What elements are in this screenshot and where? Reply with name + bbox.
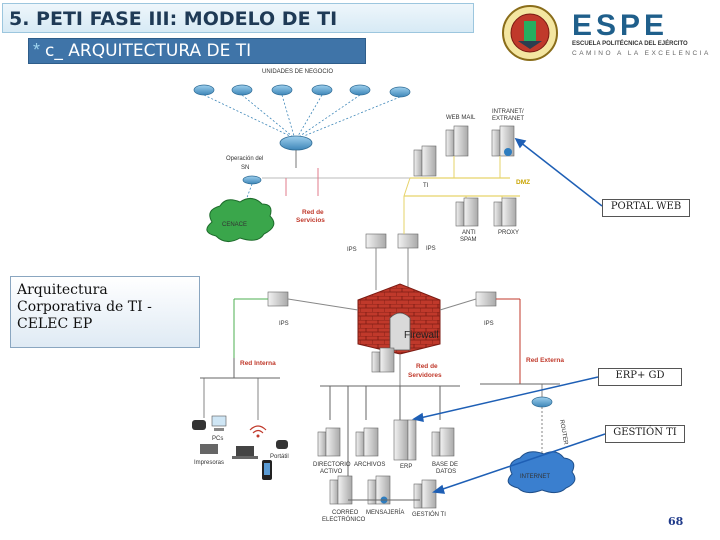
portal-web-callout: PORTAL WEB <box>602 199 690 217</box>
router-icon <box>271 84 293 96</box>
correo-server-icon <box>329 475 353 505</box>
router-icon <box>389 86 411 98</box>
red-servidores-label-2: Servidores <box>408 372 442 379</box>
base-datos-label-2: DATOS <box>436 469 456 475</box>
page-number: 68 <box>668 515 684 528</box>
intranet-server-icon <box>491 125 515 157</box>
sn-label: SN <box>241 165 249 171</box>
mobile-phone-icon <box>262 460 272 480</box>
router-icon <box>231 84 253 96</box>
portatil-label: Portátil <box>270 454 289 460</box>
printer-icon <box>200 444 218 454</box>
gestion-ti-callout: GESTIÓN TI <box>605 425 685 443</box>
erp-gd-callout: ERP+ GD <box>598 368 682 386</box>
anti-spam-label: ANTI <box>462 230 476 236</box>
ips-device-icon <box>475 291 497 307</box>
proxy-server-icon <box>493 197 517 227</box>
base-datos-server-icon <box>431 427 455 457</box>
directorio-label: DIRECTORIO <box>313 462 351 468</box>
callout-arrows <box>412 137 606 494</box>
erp-label: ERP <box>400 464 412 470</box>
espe-logo: ESPE ESCUELA POLITÉCNICA DEL EJÉRCITO CA… <box>500 3 712 63</box>
intranet-label: INTRANET/ <box>492 109 524 115</box>
correo-label: CORREO <box>332 510 359 516</box>
server-switch-icon <box>371 347 395 373</box>
base-datos-label: BASE DE <box>432 462 458 468</box>
archivos-server-icon <box>355 427 379 457</box>
firewall-icon <box>357 283 441 355</box>
slide-title-box: 5. PETI FASE III: MODELO DE TI <box>2 3 474 33</box>
ti-server-icon <box>413 145 437 177</box>
directorio-server-icon <box>317 427 341 457</box>
mensajeria-server-icon <box>367 475 391 505</box>
ips-label-1: IPS <box>347 247 357 253</box>
archivos-label: ARCHIVOS <box>354 462 385 468</box>
ti-label: TI <box>423 183 429 189</box>
wifi-icon <box>249 425 267 438</box>
core-router-icon <box>279 135 313 151</box>
unidades-label: UNIDADES DE NEGOCIO <box>262 69 333 75</box>
ips-label-2: IPS <box>426 246 436 252</box>
phone-icon <box>192 420 206 430</box>
logo-brand: ESPE <box>572 9 668 42</box>
phone-icon <box>276 440 288 449</box>
web-mail-label: WEB MAIL <box>446 115 476 121</box>
ips-label-4: IPS <box>484 321 494 327</box>
activo-label: ACTIVO <box>320 469 343 475</box>
cenace-cloud <box>206 198 275 242</box>
arquitectura-line-1: Arquitectura <box>17 282 108 298</box>
slide-title: 5. PETI FASE III: MODELO DE TI <box>9 8 338 30</box>
router-icon <box>349 84 371 96</box>
electronico-label: ELECTRÓNICO <box>322 516 366 523</box>
router-label: ROUTER <box>558 419 568 446</box>
logo-line2: CAMINO A LA EXCELENCIA <box>572 50 711 57</box>
ips-device-icon <box>365 233 387 249</box>
gestion-ti-label: GESTIÓN TI <box>412 511 446 518</box>
red-servidores-label: Red de <box>416 363 438 370</box>
internet-label: INTERNET <box>520 474 550 480</box>
business-unit-routers <box>193 84 411 98</box>
external-router-icon <box>531 396 553 408</box>
extranet-label: EXTRANET <box>492 116 524 122</box>
operacion-label: Operación del <box>226 156 263 162</box>
ips-label-3: IPS <box>279 321 289 327</box>
internet-cloud <box>507 451 576 494</box>
ips-device-icon <box>267 291 289 307</box>
arquitectura-callout: Arquitectura Corporativa de TI - CELEC E… <box>10 276 200 348</box>
dmz-label: DMZ <box>516 179 530 186</box>
router-icon <box>193 84 215 96</box>
slide-subtitle-box: * c_ ARQUITECTURA DE TI <box>28 38 366 64</box>
impresoras-label: Impresoras <box>194 460 224 466</box>
firewall-label: Firewall <box>404 330 438 341</box>
gestion-ti-server-icon <box>413 479 437 509</box>
cenace-label: CENACE <box>222 222 247 228</box>
erp-server-icon <box>393 419 417 461</box>
arquitectura-line-2: Corporativa de TI - <box>17 299 152 315</box>
pcs-label: PCs <box>212 436 223 442</box>
red-servicios-label-2: Servicios <box>296 217 325 224</box>
mensajeria-label: MENSAJERÍA <box>366 509 404 516</box>
router-icon <box>242 175 262 185</box>
ips-device-icon <box>397 233 419 249</box>
router-icon <box>311 84 333 96</box>
web-mail-server-icon <box>445 125 469 157</box>
anti-spam-label-2: SPAM <box>460 237 477 243</box>
proxy-label: PROXY <box>498 230 519 236</box>
pc-icon <box>211 415 227 431</box>
arquitectura-line-3: CELEC EP <box>17 316 93 332</box>
slide-subtitle: c_ ARQUITECTURA DE TI <box>45 41 252 61</box>
red-externa-label: Red Externa <box>526 357 564 364</box>
logo-line1: ESCUELA POLITÉCNICA DEL EJÉRCITO <box>572 39 688 47</box>
red-servicios-label: Red de <box>302 209 324 216</box>
red-interna-label: Red Interna <box>240 360 276 367</box>
anti-spam-server-icon <box>455 197 479 227</box>
laptop-icon <box>232 446 258 459</box>
bullet-icon: * <box>33 40 41 60</box>
